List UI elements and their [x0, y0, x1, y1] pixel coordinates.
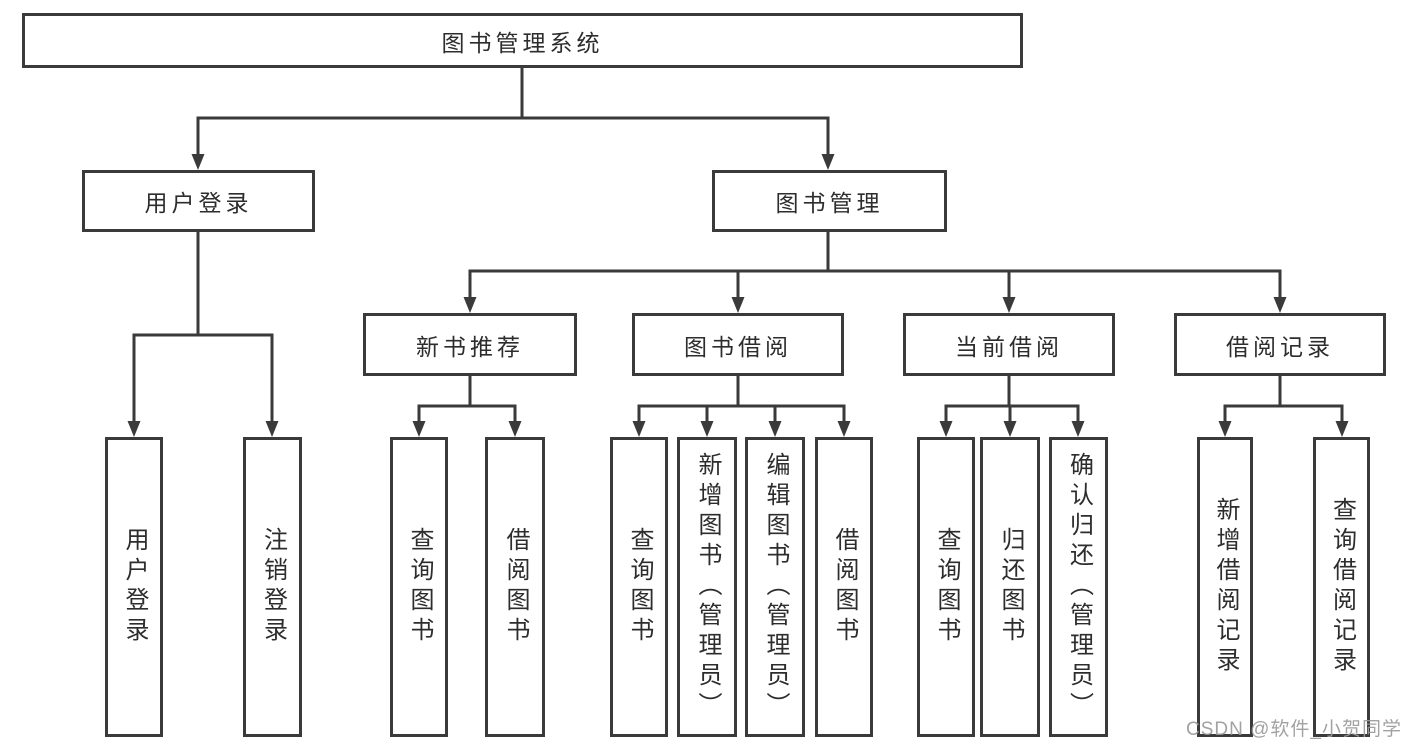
leaf-query-books-current-label: 查询图书	[933, 527, 960, 647]
leaf-query-borrow-record: 查询借阅记录	[1313, 437, 1370, 737]
node-current-borrow-label: 当前借阅	[955, 333, 1063, 360]
node-current-borrow: 当前借阅	[903, 313, 1115, 376]
leaf-edit-books-admin-label: 编辑图书（管理员）	[762, 452, 789, 722]
csdn-watermark: CSDN @软件_小贺同学	[1186, 719, 1402, 740]
leaf-query-books-recommend-label: 查询图书	[406, 527, 433, 647]
node-book-management: 图书管理	[712, 170, 947, 232]
leaf-borrow-books-recommend-label: 借阅图书	[502, 527, 529, 647]
leaf-borrow-books-label: 借阅图书	[831, 527, 858, 647]
leaf-query-books-current: 查询图书	[917, 437, 975, 737]
node-user-login-label: 用户登录	[144, 190, 253, 216]
leaf-return-books-label: 归还图书	[997, 527, 1024, 647]
node-borrow-records-label: 借阅记录	[1226, 333, 1334, 360]
leaf-add-borrow-record: 新增借阅记录	[1197, 437, 1253, 737]
node-user-login: 用户登录	[82, 170, 315, 232]
leaf-user-login-label: 用户登录	[121, 527, 148, 647]
leaf-user-login: 用户登录	[105, 437, 163, 737]
leaf-edit-books-admin: 编辑图书（管理员）	[745, 437, 805, 737]
node-new-book-recommend-label: 新书推荐	[416, 333, 524, 360]
node-book-borrow: 图书借阅	[632, 313, 844, 376]
leaf-add-books-admin-label: 新增图书（管理员）	[694, 452, 721, 722]
leaf-borrow-books-recommend: 借阅图书	[485, 437, 545, 737]
leaf-confirm-return-admin-label: 确认归还（管理员）	[1065, 452, 1093, 722]
root-node-label: 图书管理系统	[441, 29, 604, 56]
leaf-add-books-admin: 新增图书（管理员）	[677, 437, 737, 737]
leaf-add-borrow-record-label: 新增借阅记录	[1212, 497, 1239, 677]
leaf-return-books: 归还图书	[980, 437, 1040, 737]
leaf-logout-login: 注销登录	[243, 437, 302, 737]
leaf-confirm-return-admin: 确认归还（管理员）	[1049, 437, 1108, 737]
leaf-query-borrow-record-label: 查询借阅记录	[1328, 497, 1356, 677]
node-book-borrow-label: 图书借阅	[684, 333, 792, 360]
node-book-management-label: 图书管理	[775, 190, 884, 216]
leaf-query-books-borrow: 查询图书	[610, 437, 668, 737]
leaf-borrow-books: 借阅图书	[815, 437, 873, 737]
root-node: 图书管理系统	[22, 13, 1023, 68]
leaf-logout-login-label: 注销登录	[259, 527, 287, 647]
node-new-book-recommend: 新书推荐	[363, 313, 577, 376]
leaf-query-books-recommend: 查询图书	[390, 437, 448, 737]
node-borrow-records: 借阅记录	[1174, 313, 1386, 376]
leaf-query-books-borrow-label: 查询图书	[626, 527, 653, 647]
